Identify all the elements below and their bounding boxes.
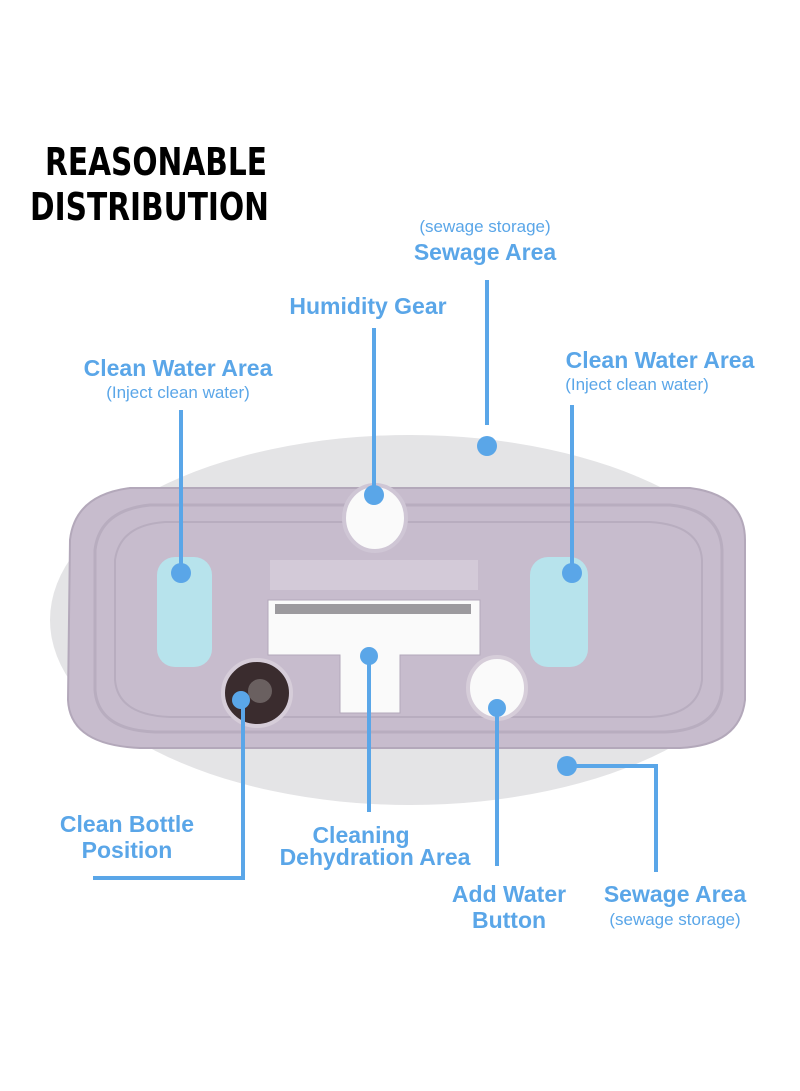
- clean-water-left-sub: (Inject clean water): [106, 383, 250, 402]
- callout-dots: [171, 436, 582, 776]
- clean-bottle-label-1: Clean Bottle: [59, 811, 195, 837]
- cleaning-label-1: Cleaning: [312, 822, 410, 848]
- humidity-gear-label: Humidity Gear: [289, 293, 447, 319]
- clean-water-window-left: [157, 557, 212, 667]
- clean-water-left-label: Clean Water Area: [83, 355, 273, 381]
- sewage-bottom-sub: (sewage storage): [609, 910, 741, 929]
- title-line-1: REASONABLE: [45, 140, 268, 184]
- clean-bottle-label-2: Position: [81, 837, 173, 863]
- clean-water-right-sub: (Inject clean water): [565, 375, 709, 394]
- clean-water-window-right: [530, 557, 588, 667]
- sewage-bottom-label: Sewage Area: [603, 881, 747, 907]
- sewage-top-label: Sewage Area: [413, 239, 557, 265]
- sewage-top-sub: (sewage storage): [419, 217, 551, 236]
- add-water-label-1: Add Water: [451, 881, 567, 907]
- cleaning-label-2: Dehydration Area: [279, 844, 471, 870]
- add-water-label-2: Button: [471, 907, 547, 933]
- title-line-2: DISTRIBUTION: [30, 185, 269, 229]
- leader-lines: [93, 280, 658, 880]
- clean-water-right-label: Clean Water Area: [565, 347, 755, 373]
